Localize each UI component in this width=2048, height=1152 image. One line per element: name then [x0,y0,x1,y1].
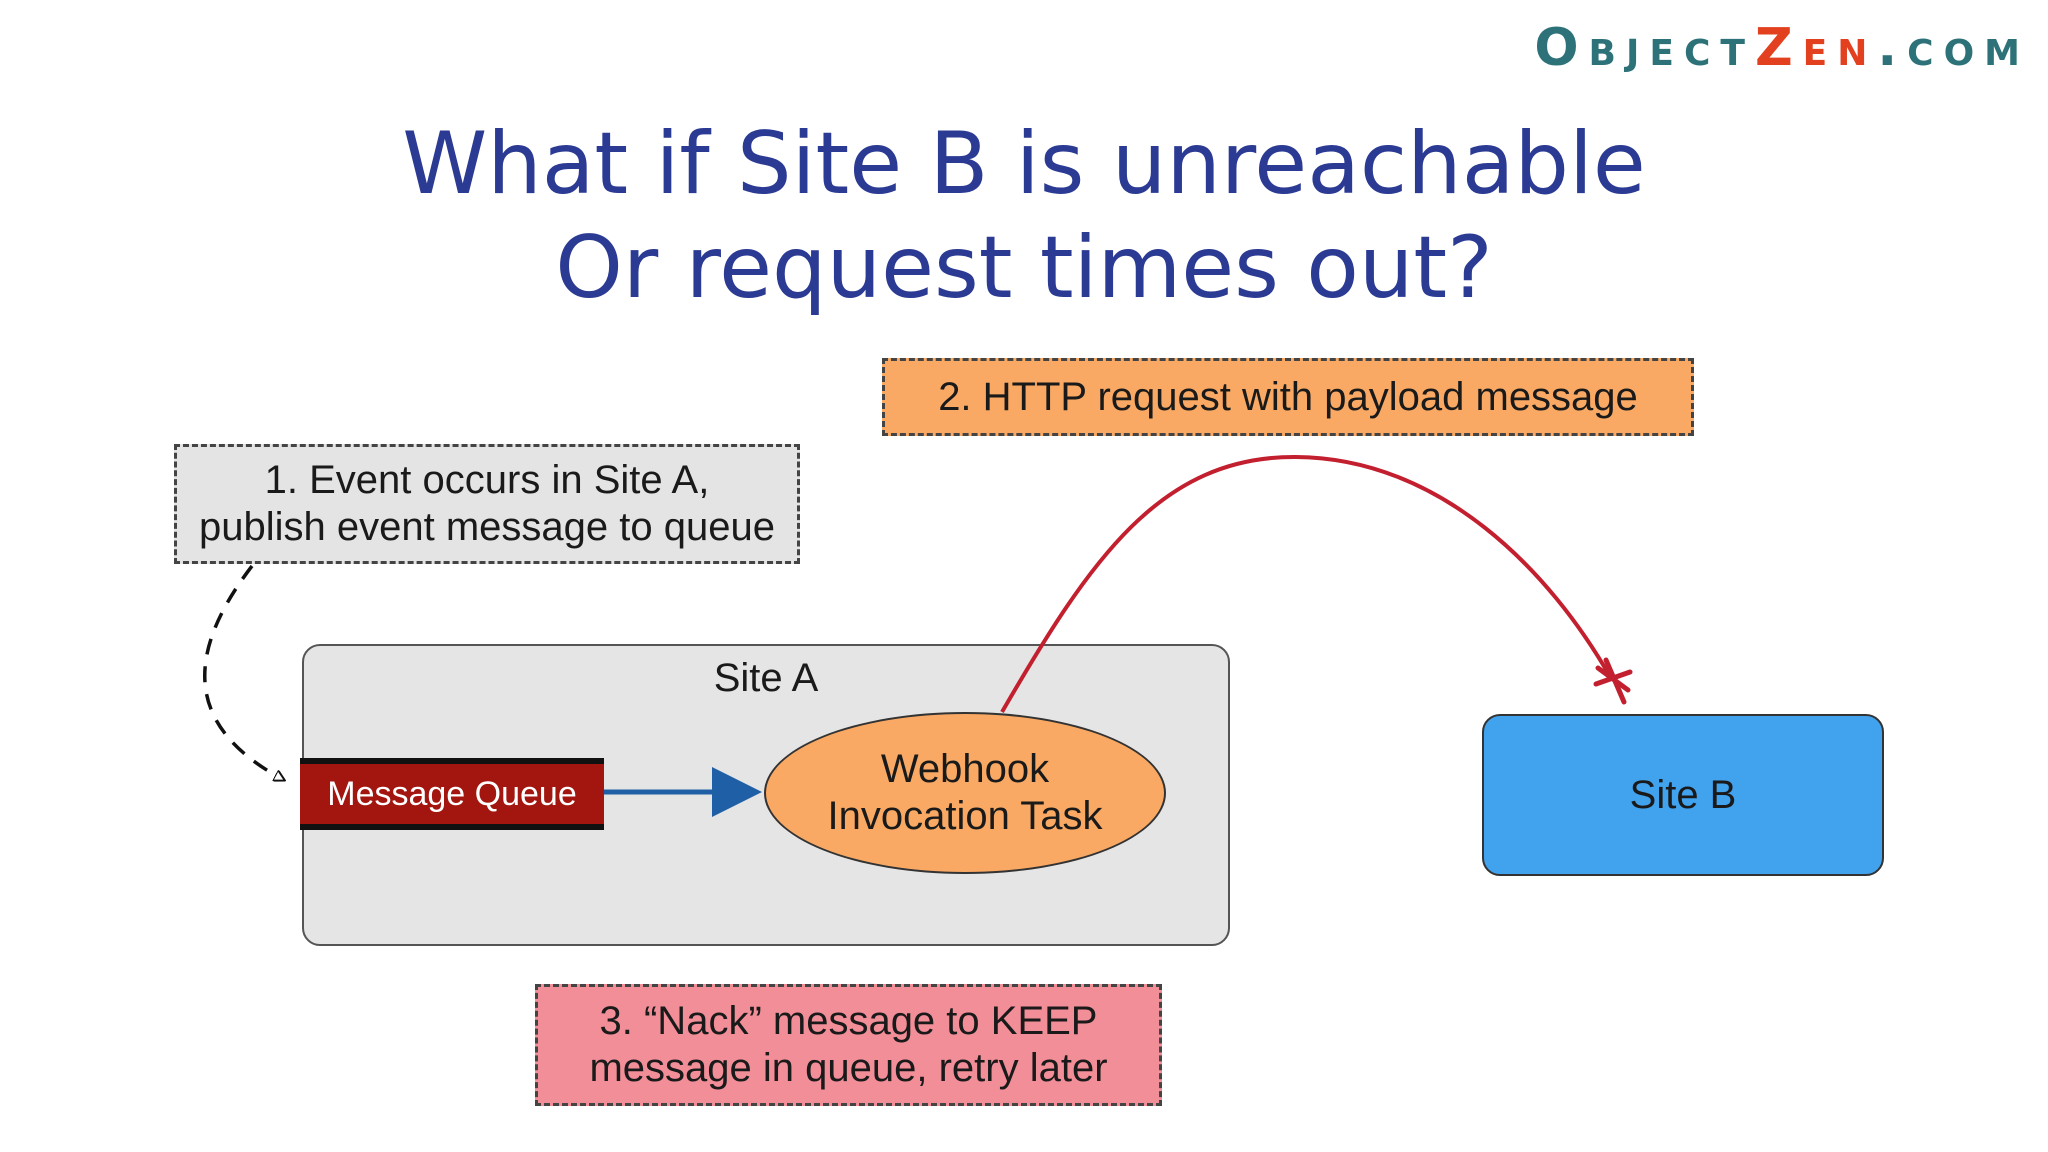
logo-part-zen: Zen [1754,18,1878,78]
webhook-invocation-task: Webhook Invocation Task [764,712,1166,874]
step-2-note: 2. HTTP request with payload message [882,358,1694,436]
site-a-label: Site A [713,656,819,700]
site-b-box: Site B [1482,714,1884,876]
site-b-label: Site B [1629,772,1737,817]
step-1-note-line-1: 1. Event occurs in Site A, [264,458,710,502]
step-1-note-line-2: publish event message to queue [199,505,775,549]
slide-title-line-2: Or request times out? [555,218,1493,318]
logo-part-object: Object [1534,18,1755,78]
step-2-note-line-1: 2. HTTP request with payload message [938,374,1638,419]
webhook-task-line-1: Webhook [880,747,1050,791]
request-failed-icon [1593,657,1633,705]
message-queue-label: Message Queue [327,774,577,813]
slide-title-line-1: What if Site B is unreachable [402,114,1646,214]
publish-event-arrow [203,564,284,780]
slide-title: What if Site B is unreachable Or request… [0,112,2048,320]
message-queue: Message Queue [300,758,604,830]
objectzen-logo: ObjectZen.com [1534,18,2030,78]
step-3-note-line-1: 3. “Nack” message to KEEP [599,999,1098,1043]
step-1-note: 1. Event occurs in Site A, publish event… [174,444,800,564]
step-3-note-line-2: message in queue, retry later [589,1046,1108,1090]
logo-part-com: .com [1877,18,2030,78]
step-3-note: 3. “Nack” message to KEEP message in que… [535,984,1162,1106]
webhook-task-line-2: Invocation Task [827,794,1103,838]
